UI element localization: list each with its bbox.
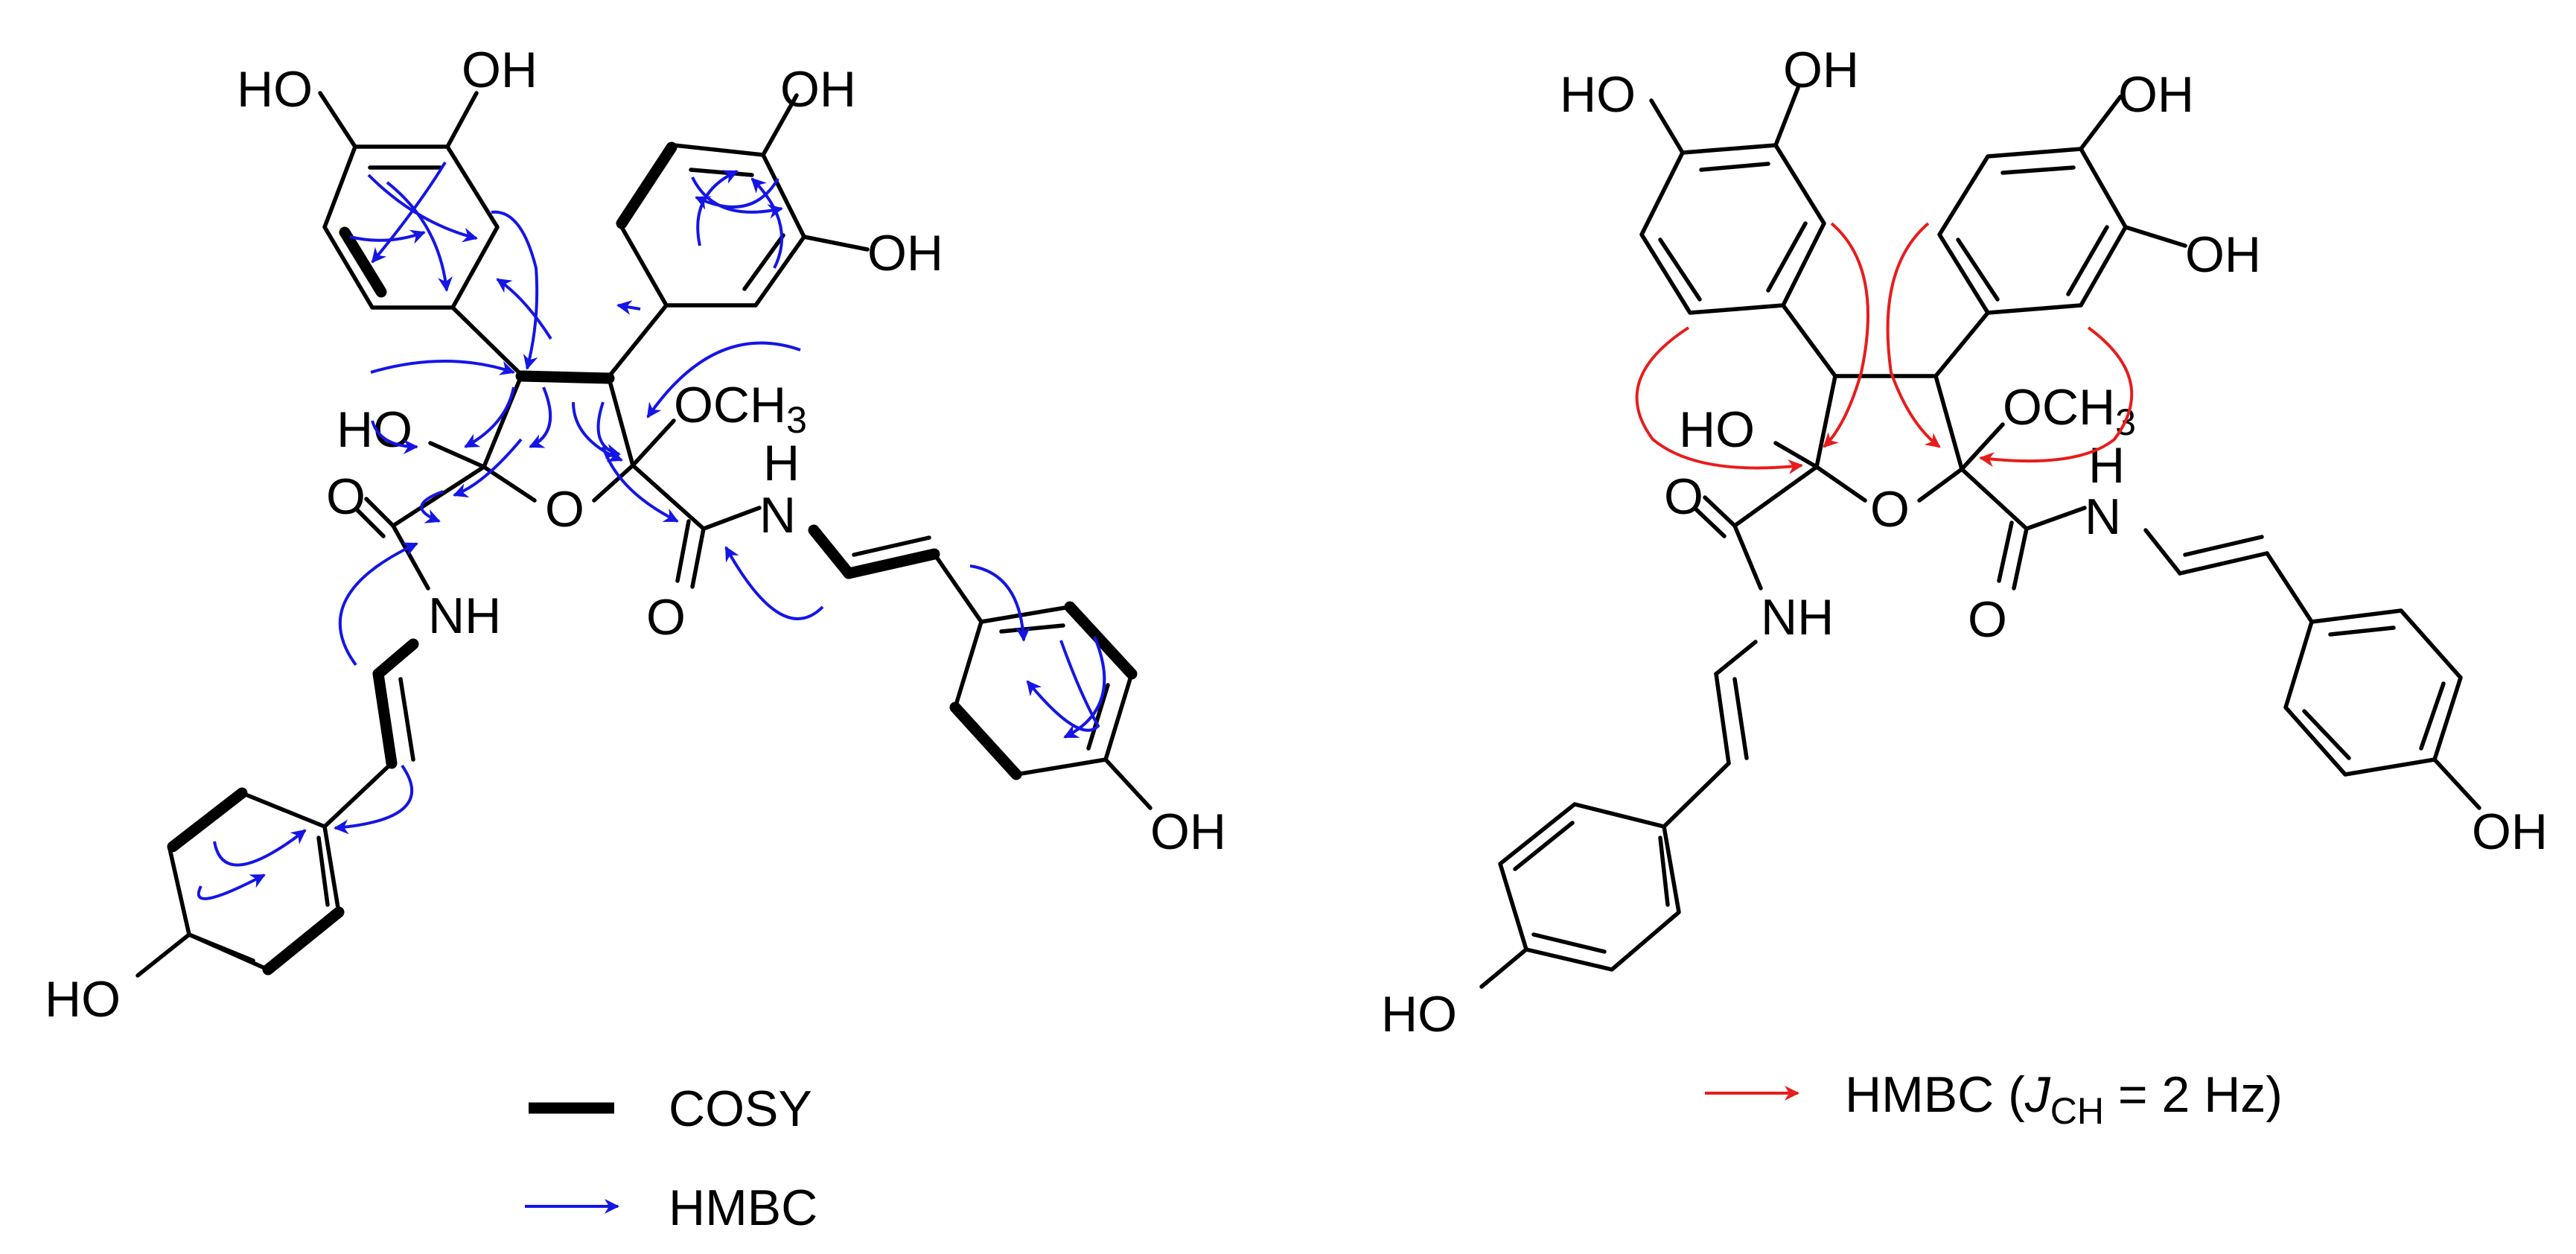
- hmbc-arrows-left: [197, 161, 1106, 900]
- nh-label: NH: [428, 588, 501, 644]
- carbonyl-oxygen-label: O: [1664, 468, 1703, 525]
- left-ring-a: [322, 144, 500, 310]
- oh-label: HO: [1381, 986, 1457, 1043]
- oh-label: HO: [1560, 66, 1636, 123]
- och3-label: OCH3: [674, 377, 807, 441]
- right-ring-b: [1937, 147, 2128, 315]
- hmbc-2hz-arrows-right: [1635, 222, 2134, 474]
- legend-left: COSY HMBC: [525, 1080, 817, 1236]
- oh-label: HO: [1679, 401, 1755, 458]
- right-ring-d: [2283, 608, 2463, 777]
- n-label: N: [759, 487, 796, 544]
- right-ring-a: [1639, 143, 1826, 315]
- hmbc-2hz-legend-label: HMBC (JCH = 2 Hz): [1845, 1066, 2283, 1132]
- oh-label: OH: [1783, 42, 1859, 98]
- ring-oxygen-label: O: [1870, 481, 1910, 538]
- oh-label: OH: [780, 61, 856, 118]
- left-ring-b: [619, 143, 806, 308]
- carbonyl-oxygen-label: O: [646, 589, 686, 646]
- legend-right: HMBC (JCH = 2 Hz): [1705, 1066, 2283, 1132]
- oh-label: OH: [2185, 226, 2261, 283]
- right-structure: HO OH OH OH HO OCH3 O O O NH N H OH HO: [1381, 42, 2548, 1043]
- oh-label: OH: [867, 225, 943, 281]
- och3-label: OCH3: [2003, 379, 2136, 443]
- h-label: H: [763, 435, 800, 491]
- h-label: H: [2088, 437, 2125, 494]
- carbonyl-oxygen-label: O: [326, 468, 366, 525]
- oh-label: OH: [462, 42, 538, 98]
- oh-label: HO: [45, 971, 121, 1028]
- nh-label: NH: [1761, 589, 1834, 646]
- cosy-legend-label: COSY: [669, 1080, 812, 1137]
- left-structure: HO OH OH OH HO OCH3 O O O NH N H OH HO: [45, 42, 1226, 1028]
- oh-label: OH: [1150, 803, 1226, 860]
- hmbc-legend-label: HMBC: [669, 1180, 817, 1236]
- oh-label: OH: [2472, 803, 2548, 860]
- oh-label: HO: [237, 61, 313, 118]
- right-ring-c: [1498, 802, 1681, 972]
- ring-oxygen-label: O: [545, 481, 584, 538]
- oh-label: OH: [2118, 66, 2194, 123]
- n-label: N: [2085, 488, 2121, 545]
- carbonyl-oxygen-label: O: [1968, 591, 2007, 648]
